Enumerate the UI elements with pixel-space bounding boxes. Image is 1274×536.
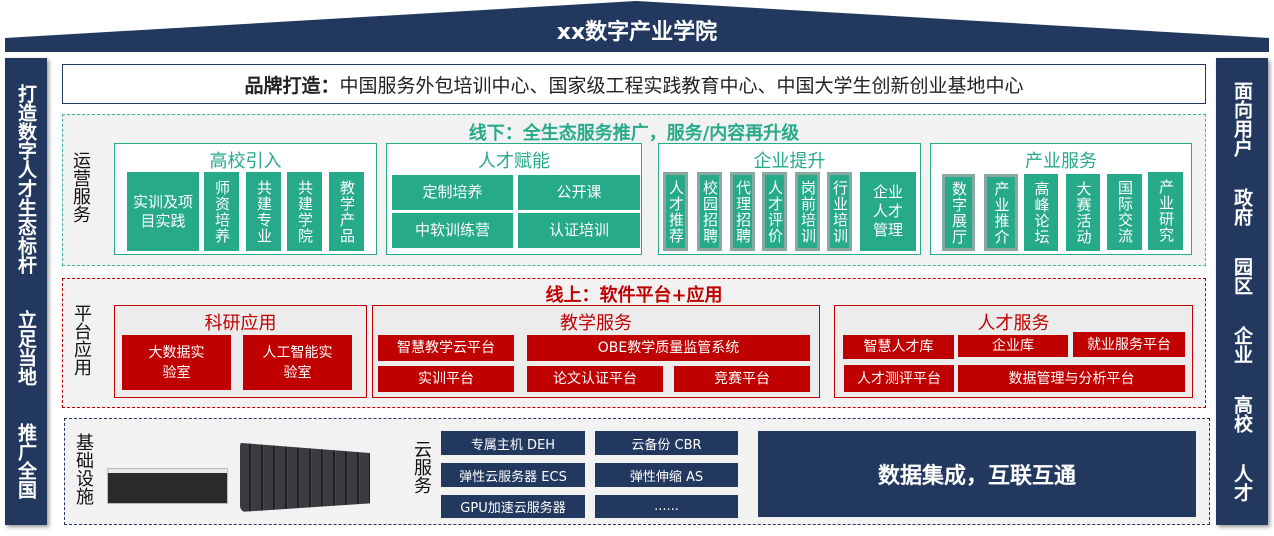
- offline-item: 数字展厅: [942, 174, 975, 251]
- app-item[interactable]: 论文认证平台: [527, 366, 663, 392]
- pillar-text: 人才: [1231, 463, 1253, 502]
- left-pillar: 打造数字人才生态标杆 立足当地 推广全国: [5, 58, 47, 525]
- cloud-item[interactable]: 弹性云服务器 ECS: [441, 463, 585, 487]
- brand-box: 品牌打造：中国服务外包培训中心、国家级工程实践教育中心、中国大学生创新创业基地中…: [62, 64, 1206, 104]
- group-title: 科研应用: [204, 313, 277, 334]
- pillar-text: 立足当地: [15, 310, 37, 387]
- offline-item: 师资培养: [204, 172, 239, 251]
- group-title: 高校引入: [209, 151, 282, 172]
- pillar-text: 面向用户: [1231, 81, 1253, 158]
- infra-side-label: 基础设施: [73, 433, 94, 505]
- cloud-item[interactable]: GPU加速云服务器: [441, 495, 585, 518]
- cloud-item[interactable]: 专属主机 DEH: [441, 431, 585, 455]
- brand-label: 品牌打造：: [244, 74, 340, 97]
- cloud-item[interactable]: 云备份 CBR: [595, 431, 738, 455]
- online-title: 线上：软件平台+应用: [545, 285, 723, 306]
- offline-item: 实训及项目实践: [127, 172, 199, 251]
- app-item[interactable]: 人工智能实验室: [243, 335, 352, 390]
- group-title: 企业提升: [753, 151, 826, 172]
- offline-item: 人才评价: [762, 172, 787, 251]
- data-integration-banner: 数据集成，互联互通: [758, 431, 1196, 517]
- group-title: 教学服务: [560, 313, 632, 334]
- offline-item: 行业培训: [827, 172, 852, 251]
- offline-item: 代理招聘: [730, 172, 755, 251]
- pillar-text: 政府: [1231, 188, 1253, 227]
- offline-item: 公开课: [518, 175, 640, 210]
- group-title: 人才服务: [977, 313, 1050, 334]
- offline-item: 企业人才管理: [860, 172, 916, 251]
- offline-item: 认证培训: [518, 213, 640, 248]
- offline-title: 线下：全生态服务推广，服务/内容再升级: [468, 123, 800, 144]
- cloud-label: 云服务: [411, 440, 432, 494]
- brand-text: 中国服务外包培训中心、国家级工程实践教育中心、中国大学生创新创业基地中心: [339, 74, 1024, 97]
- offline-item: 产业研究: [1148, 172, 1183, 250]
- app-item[interactable]: 数据管理与分析平台: [958, 365, 1185, 392]
- app-item[interactable]: 企业库: [958, 335, 1068, 357]
- offline-item: 产业推介: [984, 174, 1018, 251]
- cloud-item[interactable]: 弹性伸缩 AS: [595, 463, 738, 487]
- offline-item: 国际交流: [1107, 174, 1142, 250]
- app-item[interactable]: 就业服务平台: [1073, 332, 1185, 357]
- offline-item: 校园招聘: [697, 172, 722, 251]
- app-item[interactable]: 大数据实验室: [122, 335, 231, 390]
- pillar-text: 高校: [1231, 394, 1253, 433]
- pillar-text: 推广全国: [15, 422, 37, 499]
- offline-item: 共建专业: [246, 172, 281, 251]
- offline-item: 定制培养: [392, 175, 513, 210]
- pillar-text: 打造数字人才生态标杆: [15, 84, 37, 275]
- app-item[interactable]: 智慧教学云平台: [378, 335, 514, 361]
- app-item[interactable]: 竞赛平台: [674, 366, 810, 392]
- offline-item: 人才推荐: [663, 172, 688, 251]
- offline-item: 教学产品: [329, 172, 364, 251]
- offline-item: 中软训练营: [392, 213, 513, 248]
- app-item[interactable]: OBE教学质量监管系统: [527, 335, 810, 361]
- cloud-item[interactable]: ......: [595, 495, 738, 518]
- pillar-text: 园区: [1231, 257, 1253, 296]
- offline-item: 共建学院: [287, 172, 322, 251]
- app-item[interactable]: 人才测评平台: [844, 365, 954, 392]
- roof-banner: [5, 1, 1269, 52]
- offline-side-label: 运营服务: [70, 151, 91, 223]
- server-image: [107, 468, 228, 504]
- online-side-label: 平台应用: [71, 304, 92, 376]
- pillar-text: 企业: [1231, 325, 1253, 364]
- offline-item: 岗前培训: [795, 172, 820, 251]
- app-item[interactable]: 智慧人才库: [843, 335, 954, 359]
- app-item[interactable]: 实训平台: [378, 366, 514, 392]
- right-pillar: 面向用户 政府 园区 企业 高校 人才: [1216, 58, 1268, 525]
- group-title: 人才赋能: [478, 151, 550, 172]
- supercomputer-rack-image: [240, 442, 370, 512]
- offline-item: 高峰论坛: [1024, 174, 1058, 251]
- page-title: xx数字产业学院: [556, 20, 718, 45]
- offline-item: 大赛活动: [1066, 174, 1100, 251]
- group-title: 产业服务: [1025, 151, 1097, 172]
